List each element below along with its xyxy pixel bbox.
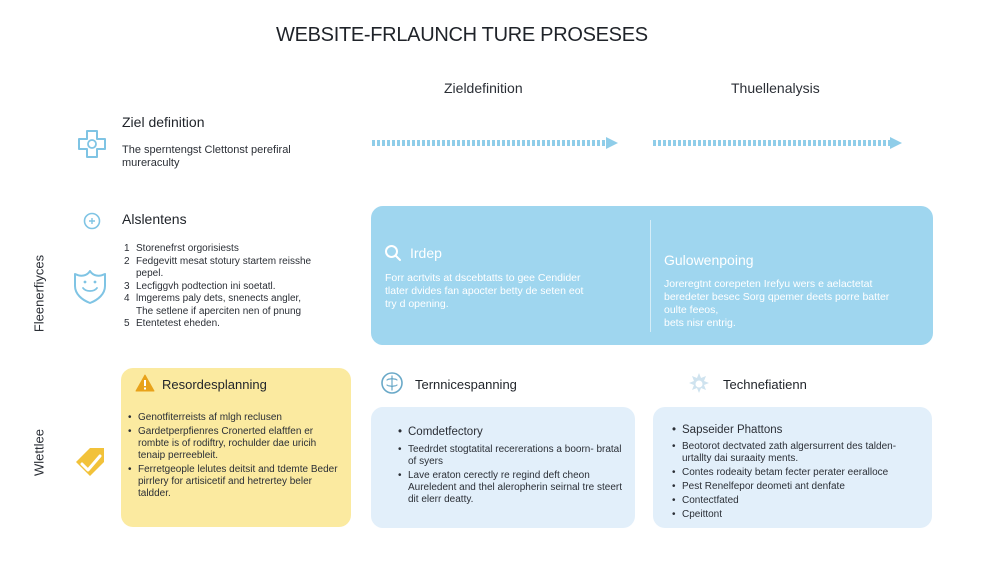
list-item: Contes rodeaity betam fecter perater eer…: [672, 467, 922, 479]
gear-icon: [686, 371, 712, 397]
ziel-definition-title: Ziel definition: [122, 114, 205, 130]
list-item: Contectfated: [672, 495, 922, 507]
column-header-analysis: Thuellenalysis: [731, 80, 820, 96]
process-arrow-2: [653, 137, 902, 149]
shield-face-icon: [70, 266, 110, 306]
resources-list: Genotfiterreists af mlgh reclusen Gardet…: [128, 412, 344, 502]
list-item: Pest Renelfepor deometi ant denfate: [672, 481, 922, 493]
resources-card-title: Resordesplanning: [162, 377, 267, 392]
list-item: Gardetperpfienres Cronerted elaftfen er …: [128, 426, 344, 462]
list-item: Ferretgeople lelutes deitsit and tdemte …: [128, 464, 344, 500]
list-item: pepel.: [136, 268, 164, 279]
side-label-bottom: Wlettlee: [31, 429, 47, 476]
target-cross-icon: [76, 128, 108, 160]
panel-left-text: Forr acrtvits at dscebtatts to gee Cendi…: [385, 272, 584, 310]
list-item: Genotfiterreists af mlgh reclusen: [128, 412, 344, 424]
list-item: Cpeittont: [672, 509, 922, 521]
list-item: Lave eraton cerectly re regind deft cheo…: [398, 470, 630, 506]
card-subtitle: Sapseider Phattons: [672, 424, 922, 436]
list-item: The setlene if aperciten nen of pnung: [136, 305, 302, 317]
technics-list: Comdetfectory Teedrdet stogtatital recer…: [398, 426, 630, 508]
magnifier-icon: [82, 211, 102, 231]
panel-right-text: Joreregtnt corepeten Irefyu wers e aelac…: [664, 278, 890, 329]
search-icon: [384, 244, 402, 262]
column-header-zieldefinition: Zieldefinition: [444, 80, 523, 96]
technification-title: Technefiatienn: [723, 377, 807, 392]
analyse-title: Alslentens: [122, 211, 187, 227]
panel-right-title: Gulowenpoing: [664, 252, 754, 268]
list-item: Beotorot dectvated zath algersurrent des…: [672, 441, 922, 465]
panel-left-title: Irdep: [410, 245, 442, 261]
card-subtitle: Comdetfectory: [398, 426, 630, 438]
technics-title: Ternnicespanning: [415, 377, 517, 392]
tag-icon: [72, 440, 110, 478]
ziel-definition-text: The sperntengst Clettonst perefiral mure…: [122, 144, 291, 169]
side-label-top: Fleenerfiyces: [31, 254, 47, 333]
analysis-panel: [371, 206, 933, 345]
process-arrow-1: [372, 137, 618, 149]
panel-divider: [650, 220, 651, 332]
warning-icon: [135, 374, 155, 392]
list-item: Teedrdet stogtatital recererations a boo…: [398, 444, 630, 468]
page-title: WEBSITE-FRLAUNCH TURE PROSESES: [276, 24, 648, 46]
technification-list: Sapseider Phattons Beotorot dectvated za…: [672, 424, 922, 523]
brain-icon: [380, 371, 404, 395]
